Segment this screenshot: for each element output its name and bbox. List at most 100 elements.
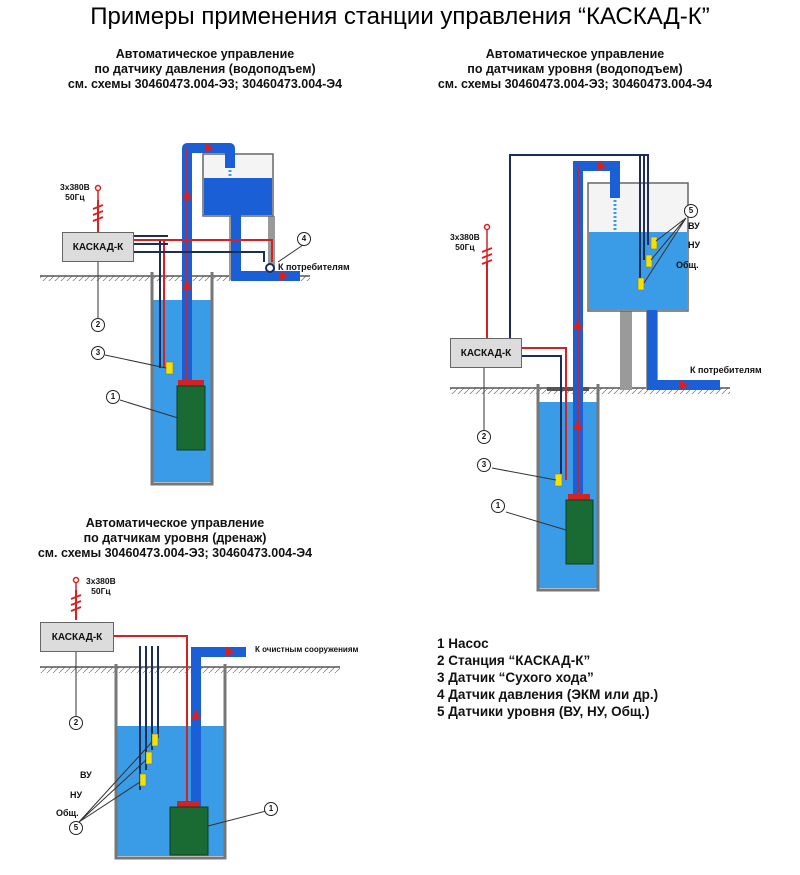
flow-arrow-icon (680, 380, 689, 390)
flow-arrow-icon (191, 709, 201, 720)
level-label-vu: ВУ (688, 221, 700, 231)
diagram2-caption: Автоматическое управление по датчикам ур… (410, 47, 740, 92)
flow-arrow-icon (226, 647, 235, 657)
power-plug-icon (483, 223, 491, 231)
diagram3-caption: Автоматическое управление по датчикам ур… (10, 516, 340, 561)
legend-item-station: 2 Станция “КАСКАД-К” (437, 653, 591, 668)
power-voltage: 3х380В (60, 182, 90, 192)
diagram3-power-label: 3х380В 50Гц (86, 576, 116, 596)
power-frequency: 50Гц (455, 242, 475, 252)
flow-arrow-icon (280, 271, 289, 281)
diagram3-consumer-label: К очистным сооружениям (255, 645, 359, 654)
d2-pump (565, 499, 594, 565)
legend-item-dry-run-sensor: 3 Датчик “Сухого хода” (437, 670, 594, 685)
d2-dry-sensor (554, 473, 563, 487)
d2-pump-top (568, 494, 590, 500)
d1-pump-top (178, 380, 204, 386)
level-label-common: Общ. (676, 260, 699, 270)
d3-well (114, 664, 227, 860)
d2-leader-3 (491, 467, 557, 481)
d1-leader-4 (277, 244, 304, 263)
d2-dry-wire-red (520, 347, 567, 480)
d3-level-sensor-vu (151, 733, 159, 747)
d2-tank-water (589, 232, 687, 310)
flow-arrow-icon (182, 189, 192, 200)
d1-pipe-out (231, 215, 300, 281)
d1-ground (40, 276, 310, 281)
power-plug-icon (72, 576, 80, 584)
d1-pump (176, 385, 206, 451)
diagram2-callout-5: 5 (684, 204, 698, 218)
d3-power-ticks (70, 594, 82, 612)
level-label-nu: НУ (688, 240, 701, 250)
d1-dry-sensor (165, 361, 174, 375)
diagram1-callout-2: 2 (91, 318, 105, 332)
d2-power-ticks (481, 247, 493, 265)
diagram3-callout-2: 2 (69, 716, 83, 730)
d3-level-sensor-common (139, 773, 147, 787)
diagram3-callout-5: 5 (69, 821, 83, 835)
legend-item-pump: 1 Насос (437, 636, 489, 651)
diagram1-station-box: КАСКАД-К (62, 232, 134, 262)
d2-tank-leg-left (620, 310, 632, 390)
diagram2-station-box: КАСКАД-К (450, 338, 522, 368)
diagram3-caption-line: по датчикам уровня (дренаж) (83, 531, 267, 545)
diagram2-graphics (450, 154, 730, 592)
power-voltage: 3х380В (86, 576, 116, 586)
diagram2-power-label: 3х380В 50Гц (450, 232, 480, 252)
d1-power-ticks (92, 204, 104, 222)
diagram1-caption: Автоматическое управление по датчику дав… (40, 47, 370, 92)
level-label-nu: НУ (70, 790, 83, 800)
diagram3-graphics (40, 576, 340, 860)
flow-arrow-icon (205, 143, 214, 153)
legend-item-level-sensors: 5 Датчики уровня (ВУ, НУ, Общ.) (437, 704, 650, 719)
d3-leader-5 (78, 741, 153, 823)
d3-power-wire (112, 635, 188, 808)
d1-leader-3 (104, 354, 167, 369)
d3-pump (169, 806, 209, 856)
diagram2-callout-3: 3 (477, 458, 491, 472)
flow-arrow-icon (598, 161, 607, 171)
diagram3-caption-line: Автоматическое управление (85, 516, 265, 530)
d1-tank-water (204, 178, 272, 215)
flow-arrow-icon (573, 419, 583, 430)
diagram1-power-label: 3х380В 50Гц (60, 182, 90, 202)
diagram3-station-box: КАСКАД-К (40, 622, 114, 652)
d3-ground (40, 667, 340, 673)
pressure-gauge-icon (265, 263, 275, 273)
diagram2-caption-line: по датчикам уровня (водоподъем) (467, 62, 683, 76)
d1-pressure-wire (133, 251, 265, 262)
d2-level-sensor-common (637, 277, 645, 291)
power-frequency: 50Гц (65, 192, 85, 202)
d2-dry-wire (520, 355, 562, 480)
diagram1-graphics (40, 143, 310, 486)
diagram1-callout-4: 4 (297, 232, 311, 246)
level-label-vu: ВУ (80, 770, 92, 780)
d1-well (150, 272, 214, 486)
d2-well-cap (547, 387, 589, 391)
d3-leader-1 (207, 809, 271, 827)
power-plug-icon (94, 184, 102, 192)
diagram2-consumer-label: К потребителям (690, 365, 762, 375)
diagram2-callout-2: 2 (477, 430, 491, 444)
diagram2-caption-line: Автоматическое управление (485, 47, 665, 61)
diagram2-callout-1: 1 (491, 499, 505, 513)
flow-arrow-icon (182, 279, 192, 290)
d2-leader-5 (643, 217, 687, 284)
page-title: Примеры применения станции управления “К… (90, 3, 710, 30)
d2-level-sensor-nu (645, 254, 653, 268)
d2-level-sensor-vu (650, 236, 658, 250)
diagram1-callout-1: 1 (106, 390, 120, 404)
diagram1-caption-line: см. схемы 30460473.004-Э3; 30460473.004-… (67, 77, 343, 91)
d1-station-wires (133, 235, 168, 245)
d2-level-wire-1 (509, 154, 649, 340)
flow-arrow-icon (573, 319, 583, 330)
diagram2-caption-line: см. схемы 30460473.004-Э3; 30460473.004-… (437, 77, 713, 91)
d2-ground (450, 388, 730, 394)
d2-leader-1 (505, 511, 567, 531)
d3-pump-top (177, 801, 199, 807)
diagram1-consumer-label: К потребителям (278, 262, 350, 272)
d1-pressure-wire-red (133, 239, 273, 262)
power-frequency: 50Гц (91, 586, 111, 596)
